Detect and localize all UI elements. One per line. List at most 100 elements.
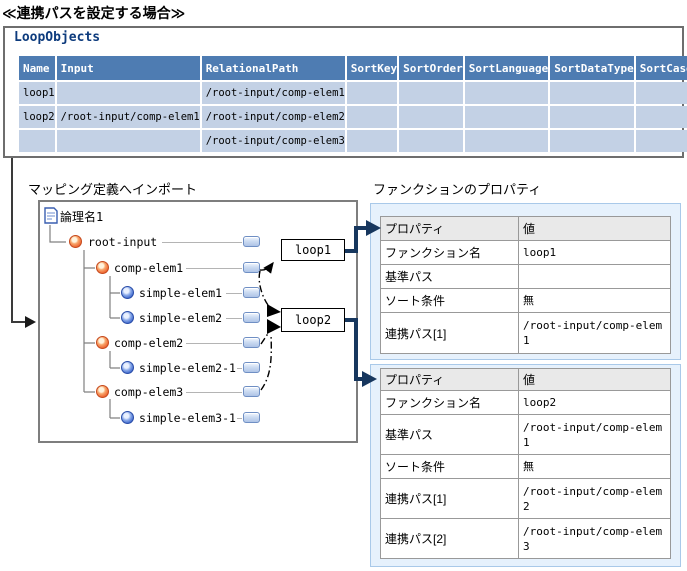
mapping-anchor-icon (243, 386, 260, 397)
simple-element-icon (121, 361, 134, 374)
simple-element-icon (121, 311, 134, 324)
property-name: 連携パス[1] (380, 312, 519, 354)
table-row: loop2 /root-input/comp-elem1 /root-input… (19, 106, 687, 128)
tree-node-label: comp-elem2 (114, 336, 184, 350)
column-header-sortlanguage: SortLanguage (464, 56, 549, 80)
loop2-function-box: loop2 (281, 308, 345, 332)
column-header-sortdatatype: SortDataType (550, 56, 634, 80)
flow-arrow-line (11, 158, 25, 323)
property-name: 連携パス[2] (380, 518, 519, 559)
property-row: ファンクション名 loop2 (380, 390, 671, 415)
column-header-relationalpath: RelationalPath (201, 56, 345, 80)
cell-sortcase (635, 130, 687, 152)
table-row: loop1 /root-input/comp-elem1 (19, 82, 687, 104)
column-header-sortorder: SortOrder (399, 56, 463, 80)
composite-element-icon (96, 336, 109, 349)
property-row: ファンクション名 loop1 (380, 240, 671, 265)
property-value: /root-input/comp-elem2 (518, 478, 671, 519)
cell-sortkey (346, 82, 398, 104)
mapping-anchor-icon (243, 412, 260, 423)
flow-arrow-head (25, 316, 36, 328)
cell-sortorder (399, 106, 463, 128)
cell-sortkey (346, 130, 398, 152)
anchor-tie-line (186, 268, 242, 269)
properties-section-label: ファンクションのプロパティ (373, 182, 542, 197)
property-row: 基準パス /root-input/comp-elem1 (380, 414, 671, 455)
property-row: 基準パス (380, 264, 671, 289)
column-header-name: Name (19, 56, 55, 80)
value-column-header: 値 (518, 216, 671, 241)
cell-relationalpath: /root-input/comp-elem1 (201, 82, 345, 104)
mapping-anchor-icon (243, 337, 260, 348)
property-row: ソート条件 無 (380, 454, 671, 479)
property-name: ソート条件 (380, 454, 519, 479)
property-value: /root-input/comp-elem1 (518, 312, 671, 354)
properties-header-row: プロパティ 値 (380, 216, 671, 241)
properties-table-loop1: プロパティ 値 ファンクション名 loop1 基準パス ソート条件 無 連携パス… (380, 216, 671, 354)
cell-name: loop1 (19, 82, 55, 104)
cell-sortcase (635, 82, 687, 104)
tree-node-label: simple-elem3-1 (139, 411, 236, 425)
property-name: 連携パス[1] (380, 478, 519, 519)
page-title: ≪連携パスを設定する場合≫ (2, 5, 186, 21)
property-value: 無 (518, 454, 671, 479)
tree-node-label: simple-elem1 (139, 286, 223, 300)
anchor-tie-line (226, 293, 242, 294)
composite-element-icon (96, 261, 109, 274)
property-column-header: プロパティ (380, 216, 519, 241)
tree-node-label: simple-elem2 (139, 311, 223, 325)
property-row: 連携パス[1] /root-input/comp-elem2 (380, 478, 671, 519)
loop-objects-table: Name Input RelationalPath SortKey SortOr… (17, 54, 687, 154)
properties-table-loop2: プロパティ 値 ファンクション名 loop2 基準パス /root-input/… (380, 368, 671, 559)
tree-root-label: 論理名1 (60, 210, 104, 224)
cell-sortdatatype (550, 130, 634, 152)
cell-input (56, 130, 200, 152)
anchor-tie-line (226, 318, 242, 319)
tree-node-label: simple-elem2-1 (139, 361, 236, 375)
property-name: ファンクション名 (380, 390, 519, 415)
column-header-sortcase: SortCase (635, 56, 687, 80)
composite-element-icon (69, 235, 82, 248)
document-icon (44, 207, 58, 224)
anchor-tie-line (186, 343, 242, 344)
property-value: loop1 (518, 240, 671, 265)
column-header-sortkey: SortKey (346, 56, 398, 80)
cell-relationalpath: /root-input/comp-elem2 (201, 106, 345, 128)
property-name: ソート条件 (380, 288, 519, 313)
cell-sortorder (399, 82, 463, 104)
anchor-tie-line (162, 242, 242, 243)
cell-sortlanguage (464, 106, 549, 128)
property-column-header: プロパティ (380, 368, 519, 391)
column-header-input: Input (56, 56, 200, 80)
loop-objects-header-row: Name Input RelationalPath SortKey SortOr… (19, 56, 687, 80)
cell-sortlanguage (464, 82, 549, 104)
mapping-anchor-icon (243, 262, 260, 273)
cell-sortorder (399, 130, 463, 152)
cell-sortdatatype (550, 106, 634, 128)
property-name: 基準パス (380, 414, 519, 455)
property-row: 連携パス[2] /root-input/comp-elem3 (380, 518, 671, 559)
simple-element-icon (121, 286, 134, 299)
property-value: /root-input/comp-elem3 (518, 518, 671, 559)
property-row: ソート条件 無 (380, 288, 671, 313)
property-value: loop2 (518, 390, 671, 415)
cell-sortdatatype (550, 82, 634, 104)
cell-sortcase (635, 106, 687, 128)
tree-node-label: root-input (88, 235, 158, 249)
cell-sortlanguage (464, 130, 549, 152)
property-value (518, 264, 671, 289)
cell-input: /root-input/comp-elem1 (56, 106, 200, 128)
anchor-tie-line (237, 418, 242, 419)
mapping-section-label: マッピング定義へインポート (28, 182, 198, 197)
cell-sortkey (346, 106, 398, 128)
cell-relationalpath: /root-input/comp-elem3 (201, 130, 345, 152)
mapping-anchor-icon (243, 287, 260, 298)
cell-name: loop2 (19, 106, 55, 128)
anchor-tie-line (237, 368, 242, 369)
properties-header-row: プロパティ 値 (380, 368, 671, 391)
property-name: ファンクション名 (380, 240, 519, 265)
mapping-anchor-icon (243, 312, 260, 323)
property-name: 基準パス (380, 264, 519, 289)
loop-objects-label: LoopObjects (14, 30, 101, 45)
property-value: 無 (518, 288, 671, 313)
